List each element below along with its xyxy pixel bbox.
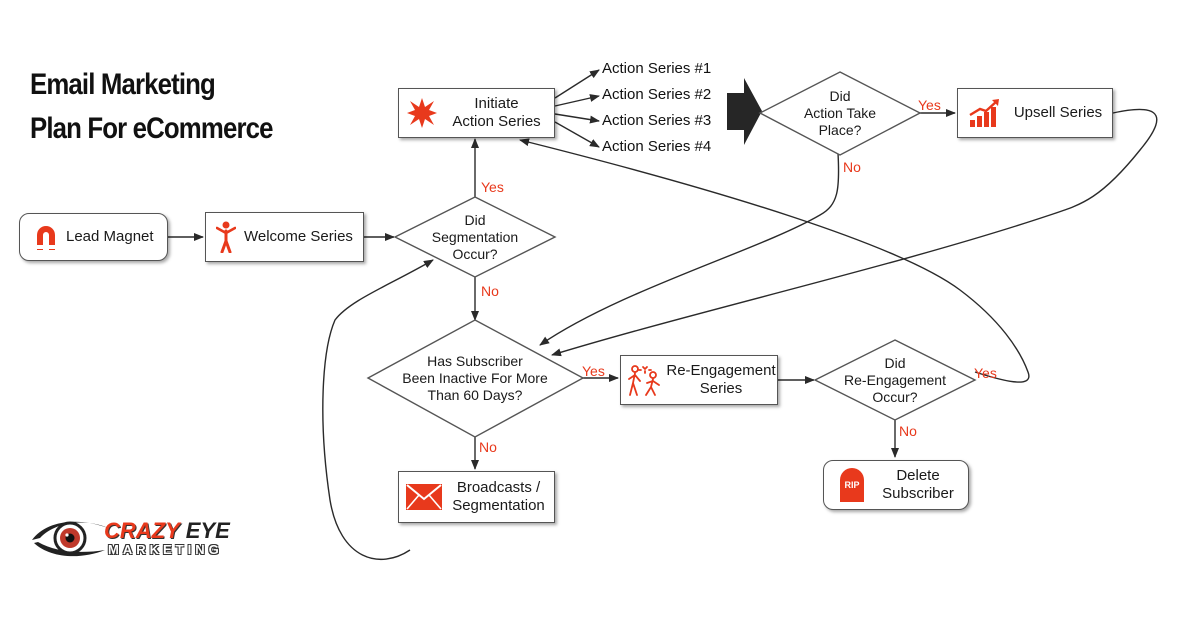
diamond-reeng (813, 339, 977, 421)
edge-reeng-yes-loop (519, 138, 1030, 383)
edge-to-series-3 (554, 113, 600, 124)
diamond-inactive (366, 319, 585, 438)
welcome-series-label: Welcome Series (244, 228, 353, 245)
delete-subscriber-label: Delete Subscriber (882, 467, 954, 502)
label-reeng-yes: Yes (974, 365, 997, 381)
edge-action-no (539, 152, 840, 346)
re-engagement-series-label: Re-Engagement Series (666, 362, 776, 397)
eye-icon (32, 521, 108, 557)
label-inactive-no: No (479, 439, 497, 455)
magnet-icon (30, 224, 62, 250)
node-re-engagement-series: Re-Engagement Series (620, 355, 778, 405)
tombstone-text: RIP (844, 480, 860, 490)
node-upsell-series: Upsell Series (957, 88, 1113, 138)
label-inactive-yes: Yes (582, 363, 605, 379)
node-welcome-series: Welcome Series (205, 212, 364, 262)
label-action-yes: Yes (918, 97, 941, 113)
decision-reeng-text: Did Re-Engagement Occur? (844, 354, 946, 405)
tombstone-icon: RIP (836, 468, 868, 502)
upsell-series-label: Upsell Series (1013, 104, 1103, 121)
node-delete-subscriber: RIP Delete Subscriber (823, 460, 969, 510)
decision-action-text: Did Action Take Place? (803, 87, 877, 138)
node-initiate-action: Initiate Action Series (398, 88, 555, 138)
edge-to-series-1 (554, 69, 600, 99)
node-lead-magnet: Lead Magnet (19, 213, 168, 261)
starburst-icon (405, 98, 439, 128)
title-line-2: Plan For eCommerce (30, 112, 273, 145)
label-seg-no: No (481, 283, 499, 299)
logo-word-eye: EYE (185, 518, 230, 543)
envelope-icon (405, 484, 443, 510)
edge-upsell-loop (551, 108, 1158, 357)
lead-magnet-label: Lead Magnet (66, 228, 154, 245)
title-line-1: Email Marketing (30, 68, 216, 101)
label-reeng-no: No (899, 423, 917, 439)
growth-chart-icon (966, 98, 1004, 128)
logo-word-crazy: CRAZY (104, 518, 180, 543)
broadcasts-label: Broadcasts / Segmentation (452, 479, 545, 514)
node-broadcasts: Broadcasts / Segmentation (398, 471, 555, 523)
big-arrow (727, 78, 762, 145)
diamond-action (758, 71, 922, 156)
action-series-4: Action Series #4 (602, 138, 712, 155)
label-seg-yes: Yes (481, 179, 504, 195)
decision-segmentation-text: Did Segmentation Occur? (431, 211, 519, 262)
person-icon (214, 221, 238, 253)
diamond-segmentation (393, 196, 557, 278)
action-series-3: Action Series #3 (602, 112, 712, 129)
logo-word-marketing: MARKETING (108, 542, 223, 557)
action-series-2: Action Series #2 (602, 86, 712, 103)
label-action-no: No (843, 159, 861, 175)
edge-to-series-4 (554, 121, 600, 148)
decision-inactive-text: Has Subscriber Been Inactive For More Th… (402, 352, 548, 403)
initiate-action-label: Initiate Action Series (452, 95, 541, 130)
people-icon (625, 364, 665, 396)
action-series-1: Action Series #1 (602, 60, 712, 77)
edge-to-series-2 (554, 94, 600, 107)
edge-broadcasts-loop (322, 259, 434, 560)
